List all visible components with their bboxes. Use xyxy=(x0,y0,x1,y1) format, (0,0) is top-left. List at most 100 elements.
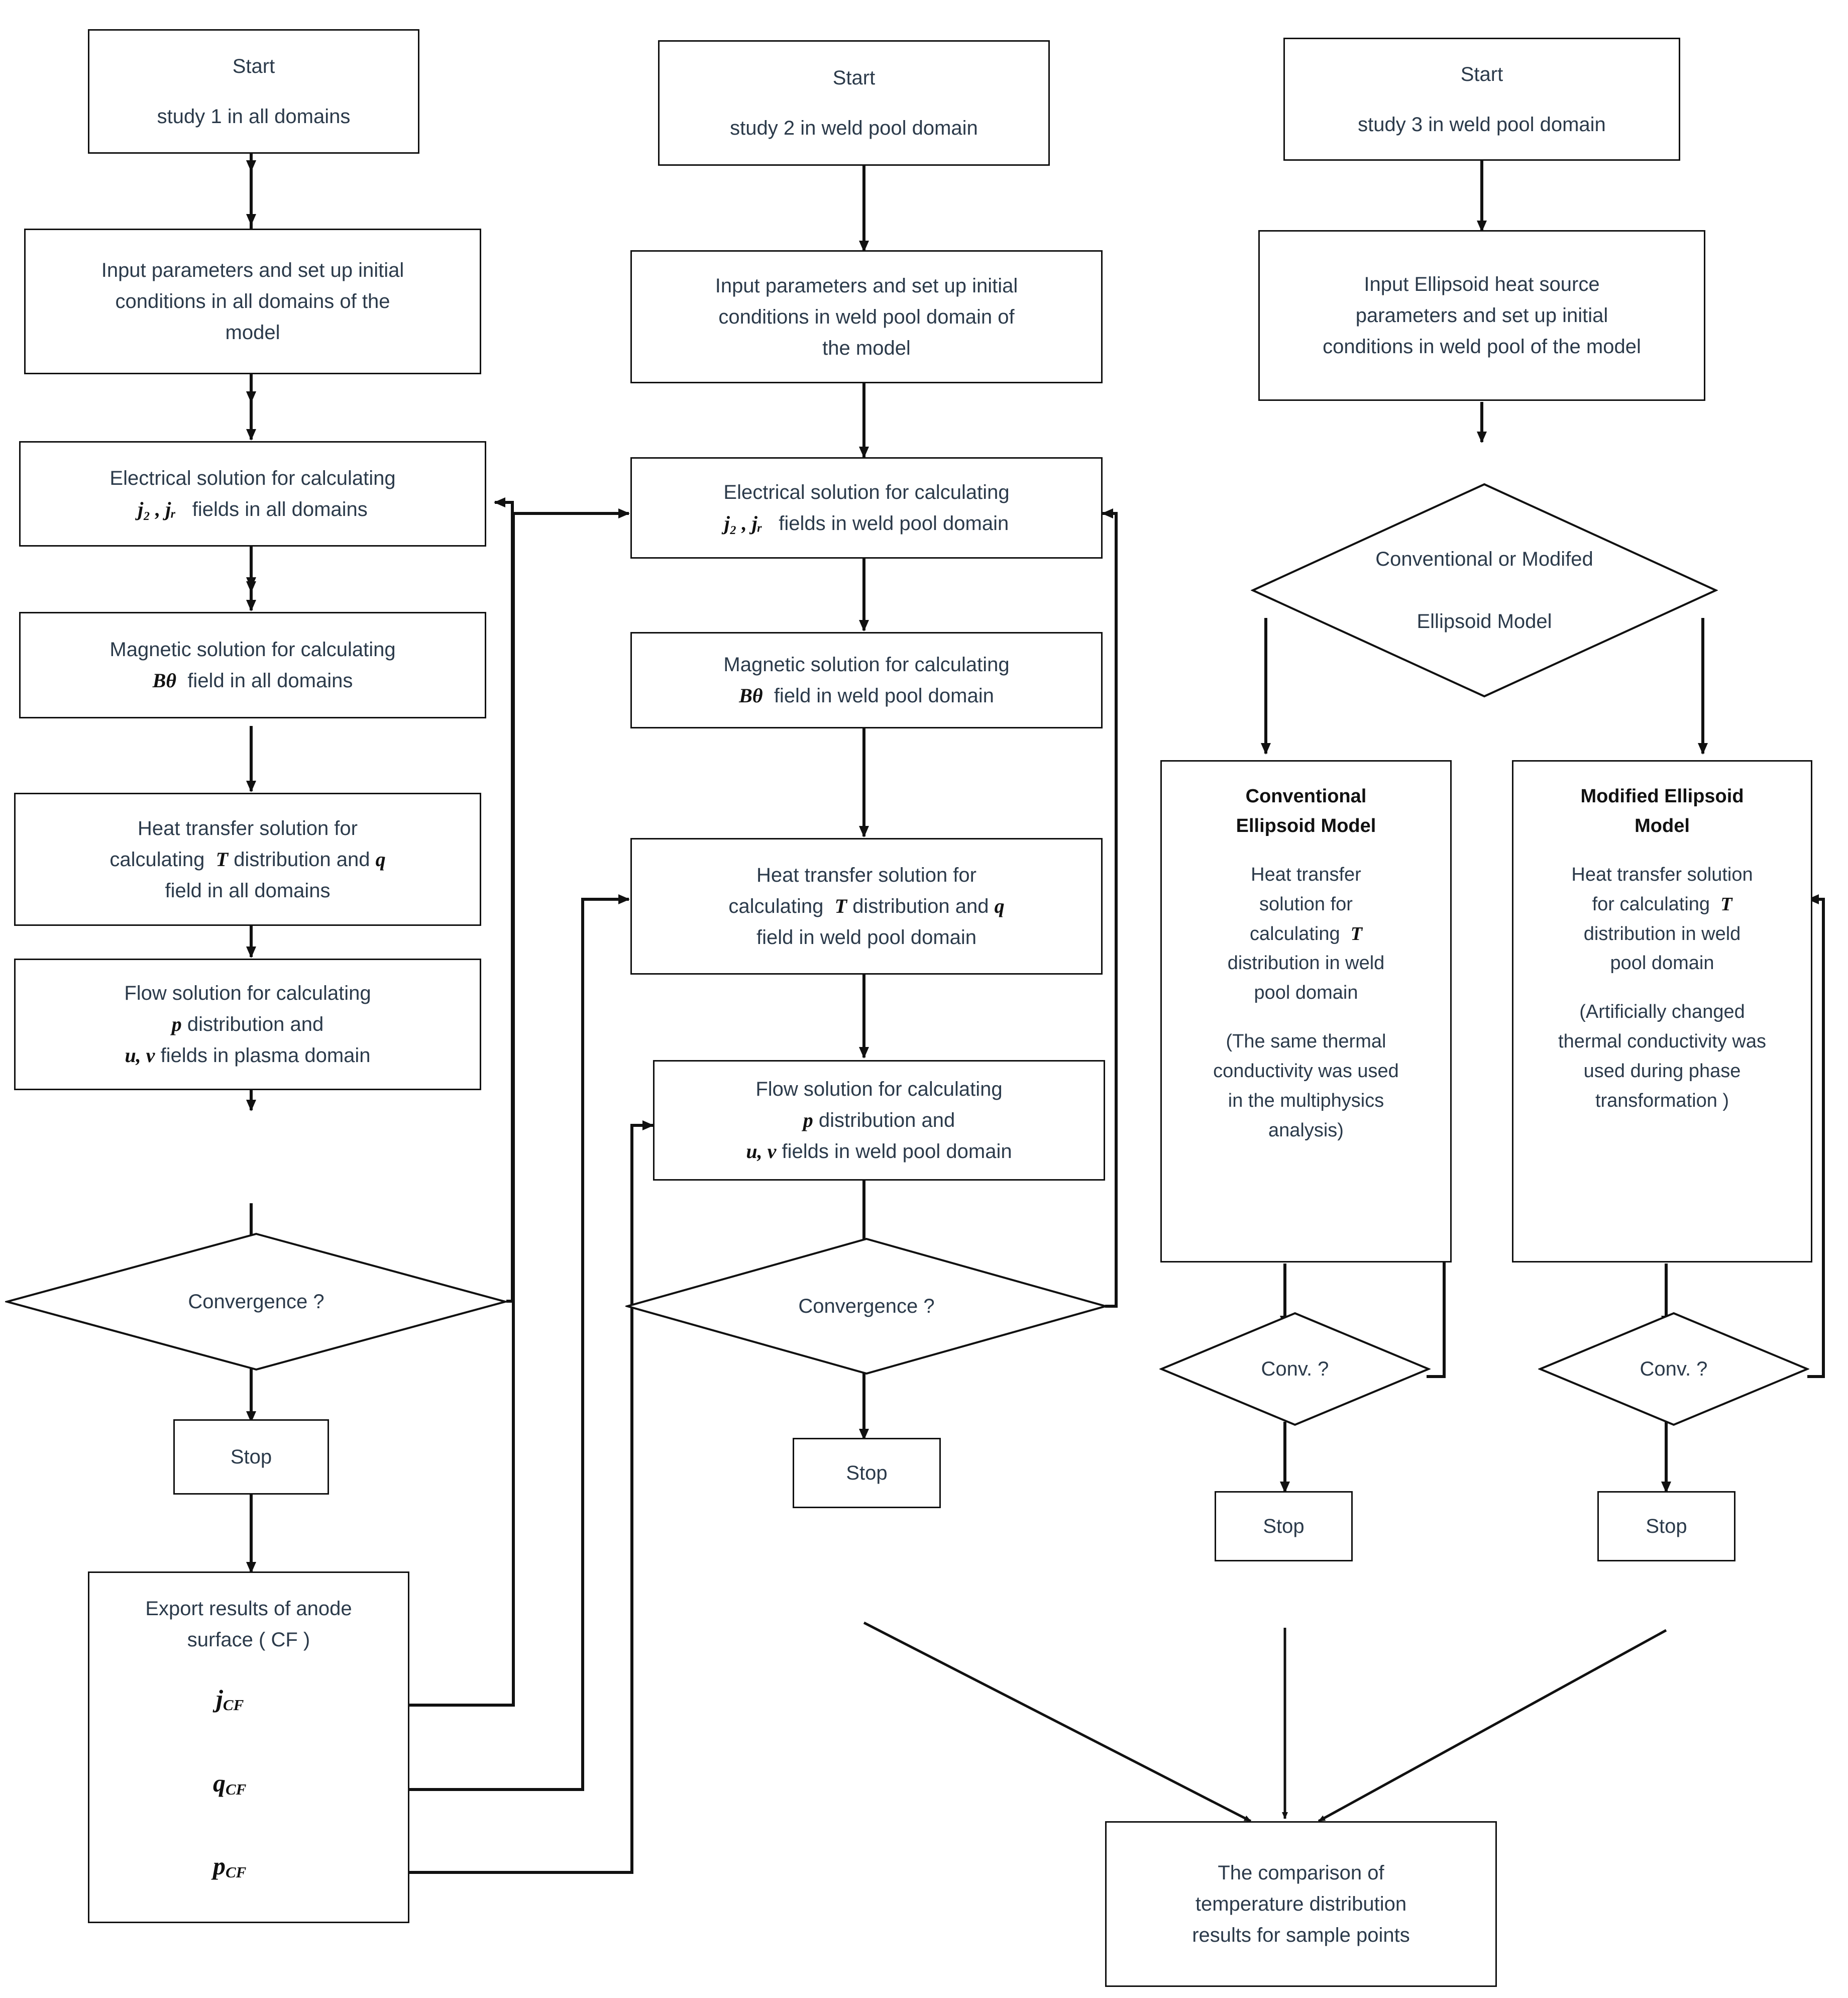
stop3-left-label: Stop xyxy=(1263,1515,1305,1537)
stop2-label: Stop xyxy=(846,1462,888,1484)
node-magnetic-study2[interactable]: Magnetic solution for calculating Bθ fie… xyxy=(630,632,1103,728)
diamond-shape xyxy=(5,1232,507,1371)
symbol-pressure: p xyxy=(171,1013,182,1035)
node-conv-left[interactable]: Conv. ? xyxy=(1159,1311,1431,1427)
modified-body3: distribution in weld xyxy=(1583,923,1741,944)
start3-subtitle: study 3 in weld pool domain xyxy=(1358,113,1606,136)
final-line3: results for sample points xyxy=(1192,1924,1410,1946)
modified-body2a: for calculating xyxy=(1592,893,1710,915)
symbol-heat-flux: q xyxy=(375,848,386,871)
flow-detail-1: p distribution and xyxy=(172,1009,323,1040)
node-input-study3[interactable]: Input Ellipsoid heat source parameters a… xyxy=(1258,230,1705,401)
start-title: Start xyxy=(232,55,275,77)
node-heat-study1[interactable]: Heat transfer solution for calculating T… xyxy=(14,793,481,926)
electrical2-line1: Electrical solution for calculating xyxy=(723,481,1010,503)
symbol-q: q xyxy=(213,1769,226,1797)
input2-line3: the model xyxy=(822,337,911,359)
input3-line1: Input Ellipsoid heat source xyxy=(1364,273,1600,295)
node-stop-study1[interactable]: Stop xyxy=(173,1419,329,1495)
heat2-line2a: calculating xyxy=(728,895,824,917)
conventional-title1: Conventional xyxy=(1245,786,1367,807)
node-modified-model[interactable]: Modified Ellipsoid Model Heat transfer s… xyxy=(1512,760,1812,1263)
conventional-body3: calculating T xyxy=(1250,919,1362,949)
node-start-study2[interactable]: Start study 2 in weld pool domain xyxy=(658,40,1050,166)
subscript-cf-2: CF xyxy=(226,1780,247,1799)
electrical-detail: j₂ , jᵣ fields in all domains xyxy=(138,494,368,525)
node-start-study3[interactable]: Start study 3 in weld pool domain xyxy=(1283,38,1680,161)
node-model-decision[interactable]: Conventional or Modifed Ellipsoid Model xyxy=(1251,482,1718,698)
start2-subtitle: study 2 in weld pool domain xyxy=(730,117,978,139)
node-input-study2[interactable]: Input parameters and set up initial cond… xyxy=(630,250,1103,383)
symbol-temperature: T xyxy=(1350,923,1362,944)
node-stop-conventional[interactable]: Stop xyxy=(1215,1491,1353,1561)
export-symbol-heatflux: qCF xyxy=(213,1768,246,1799)
input-line3: model xyxy=(225,322,280,344)
conventional-note2: conductivity was used xyxy=(1213,1061,1399,1082)
node-stop-modified[interactable]: Stop xyxy=(1597,1491,1735,1561)
magnetic2-line1: Magnetic solution for calculating xyxy=(723,654,1010,676)
symbol-p: p xyxy=(213,1852,226,1880)
flow-line2: distribution and xyxy=(187,1013,324,1035)
heat-line1: Heat transfer solution for xyxy=(138,817,358,839)
symbol-temperature: T xyxy=(1720,893,1732,915)
node-start-study1[interactable]: Start study 1 in all domains xyxy=(88,29,419,154)
flow2-line1: Flow solution for calculating xyxy=(755,1078,1003,1100)
electrical-line1: Electrical solution for calculating xyxy=(110,467,396,489)
node-conv-right[interactable]: Conv. ? xyxy=(1538,1311,1809,1427)
conventional-title2: Ellipsoid Model xyxy=(1236,815,1376,836)
start3-title: Start xyxy=(1460,63,1503,85)
conventional-body5: pool domain xyxy=(1254,982,1358,1004)
node-flow-study1[interactable]: Flow solution for calculating p distribu… xyxy=(14,959,481,1090)
input-line2: conditions in all domains of the xyxy=(115,290,390,312)
flow2-line2: distribution and xyxy=(818,1109,955,1131)
stop-label: Stop xyxy=(230,1446,272,1468)
flow-line1: Flow solution for calculating xyxy=(124,982,371,1004)
node-export-study1[interactable]: Export results of anode surface ( CF ) xyxy=(88,1571,409,1923)
modified-body4: pool domain xyxy=(1610,953,1714,974)
diamond-shape xyxy=(1251,483,1718,698)
modified-title2: Model xyxy=(1635,815,1690,836)
export-line1: Export results of anode xyxy=(145,1598,352,1620)
node-electrical-study2[interactable]: Electrical solution for calculating j₂ ,… xyxy=(630,457,1103,559)
flow2-line3: fields in weld pool domain xyxy=(782,1140,1012,1163)
heat2-line3: field in weld pool domain xyxy=(756,926,977,949)
magnetic-line2: field in all domains xyxy=(187,670,353,692)
node-magnetic-study1[interactable]: Magnetic solution for calculating Bθ fie… xyxy=(19,612,486,718)
node-input-study1[interactable]: Input parameters and set up initial cond… xyxy=(24,229,481,374)
node-stop-study2[interactable]: Stop xyxy=(793,1438,941,1508)
symbol-velocity: u, v xyxy=(125,1044,155,1067)
flow2-detail-2: u, v fields in weld pool domain xyxy=(746,1136,1012,1167)
modified-note1: (Artificially changed xyxy=(1579,1001,1745,1023)
node-conventional-model[interactable]: Conventional Ellipsoid Model Heat transf… xyxy=(1160,760,1452,1263)
flow-detail-2: u, v fields in plasma domain xyxy=(125,1040,370,1071)
input-line1: Input parameters and set up initial xyxy=(101,259,404,281)
magnetic-line1: Magnetic solution for calculating xyxy=(110,639,396,661)
node-convergence-study2[interactable]: Convergence ? xyxy=(625,1237,1108,1376)
heat-line3: field in all domains xyxy=(165,879,331,902)
start2-title: Start xyxy=(832,67,876,89)
subscript-cf-1: CF xyxy=(223,1696,244,1714)
node-electrical-study1[interactable]: Electrical solution for calculating j₂ ,… xyxy=(19,441,486,547)
node-convergence-study1[interactable]: Convergence ? xyxy=(5,1232,507,1372)
diamond-shape xyxy=(1159,1312,1431,1426)
input2-line1: Input parameters and set up initial xyxy=(715,274,1018,297)
start-subtitle: study 1 in all domains xyxy=(157,106,351,128)
input3-line3: conditions in weld pool of the model xyxy=(1323,336,1641,358)
electrical2-line2: fields in weld pool domain xyxy=(779,512,1009,535)
diamond-shape xyxy=(625,1237,1108,1375)
conventional-note3: in the multiphysics xyxy=(1228,1090,1384,1112)
symbol-current-density: j₂ , jᵣ xyxy=(724,512,762,535)
symbol-heat-flux: q xyxy=(994,895,1005,917)
electrical-line2: fields in all domains xyxy=(192,498,368,520)
node-flow-study2[interactable]: Flow solution for calculating p distribu… xyxy=(653,1060,1105,1181)
final-line1: The comparison of xyxy=(1218,1862,1384,1884)
symbol-velocity: u, v xyxy=(746,1140,777,1163)
node-heat-study2[interactable]: Heat transfer solution for calculating T… xyxy=(630,838,1103,975)
heat-line2a: calculating xyxy=(110,848,205,871)
node-final-comparison[interactable]: The comparison of temperature distributi… xyxy=(1105,1821,1497,1987)
modified-note4: transformation ) xyxy=(1595,1090,1729,1112)
conventional-body1: Heat transfer xyxy=(1251,864,1361,885)
heat2-line1: Heat transfer solution for xyxy=(756,864,976,886)
conventional-body3a: calculating xyxy=(1250,923,1340,944)
